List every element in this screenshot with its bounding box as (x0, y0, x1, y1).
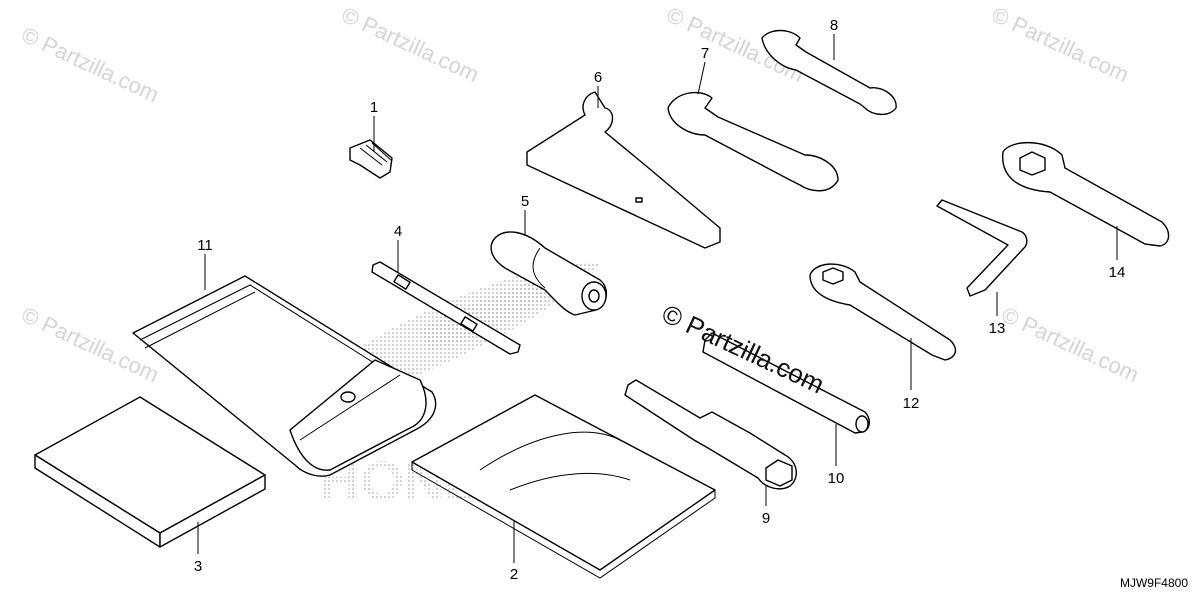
part-14-box-wrench[interactable] (1002, 142, 1170, 247)
part-2-plastic-bag[interactable] (411, 394, 716, 579)
part-8-wrench[interactable] (761, 29, 897, 116)
part-11-tool-bag[interactable] (132, 275, 437, 477)
part-12-box-wrench[interactable] (809, 263, 957, 361)
callout-6: 6 (594, 69, 602, 86)
callout-layer: 1 2 3 4 5 6 7 8 9 10 11 12 13 14 (194, 17, 1126, 583)
callout-2: 2 (510, 566, 518, 583)
callout-12: 12 (903, 395, 920, 412)
part-4-screwdriver-bit[interactable] (371, 261, 521, 355)
part-7-wrench[interactable] (667, 91, 839, 192)
callout-14: 14 (1109, 264, 1126, 281)
watermark: © Partzilla.com (338, 2, 483, 87)
part-10-handle-bar[interactable] (702, 332, 870, 434)
diagram-code: MJW9F4800 (1120, 576, 1188, 590)
callout-11: 11 (197, 237, 213, 254)
part-5-screwdriver-handle[interactable] (490, 231, 607, 316)
watermark: © Partzilla.com (18, 22, 163, 107)
center-watermark: © Partzilla.com (657, 298, 828, 399)
part-1-fuse-puller[interactable] (349, 139, 393, 179)
part-13-hex-key[interactable] (936, 199, 1028, 297)
callout-8: 8 (830, 17, 838, 34)
watermark: © Partzilla.com (18, 302, 163, 387)
callout-5: 5 (521, 193, 529, 210)
callout-10: 10 (828, 470, 845, 487)
part-3-manual[interactable] (34, 396, 266, 548)
watermark: © Partzilla.com (998, 302, 1143, 387)
callout-3: 3 (194, 558, 202, 575)
callout-7: 7 (701, 45, 709, 62)
watermark: © Partzilla.com (988, 2, 1133, 87)
callout-13: 13 (989, 320, 1006, 337)
callout-9: 9 (762, 510, 770, 527)
part-9-spark-plug-wrench[interactable] (624, 379, 797, 490)
callout-1: 1 (370, 99, 378, 116)
part-6-pin-spanner[interactable] (526, 91, 721, 249)
callout-4: 4 (394, 223, 402, 240)
